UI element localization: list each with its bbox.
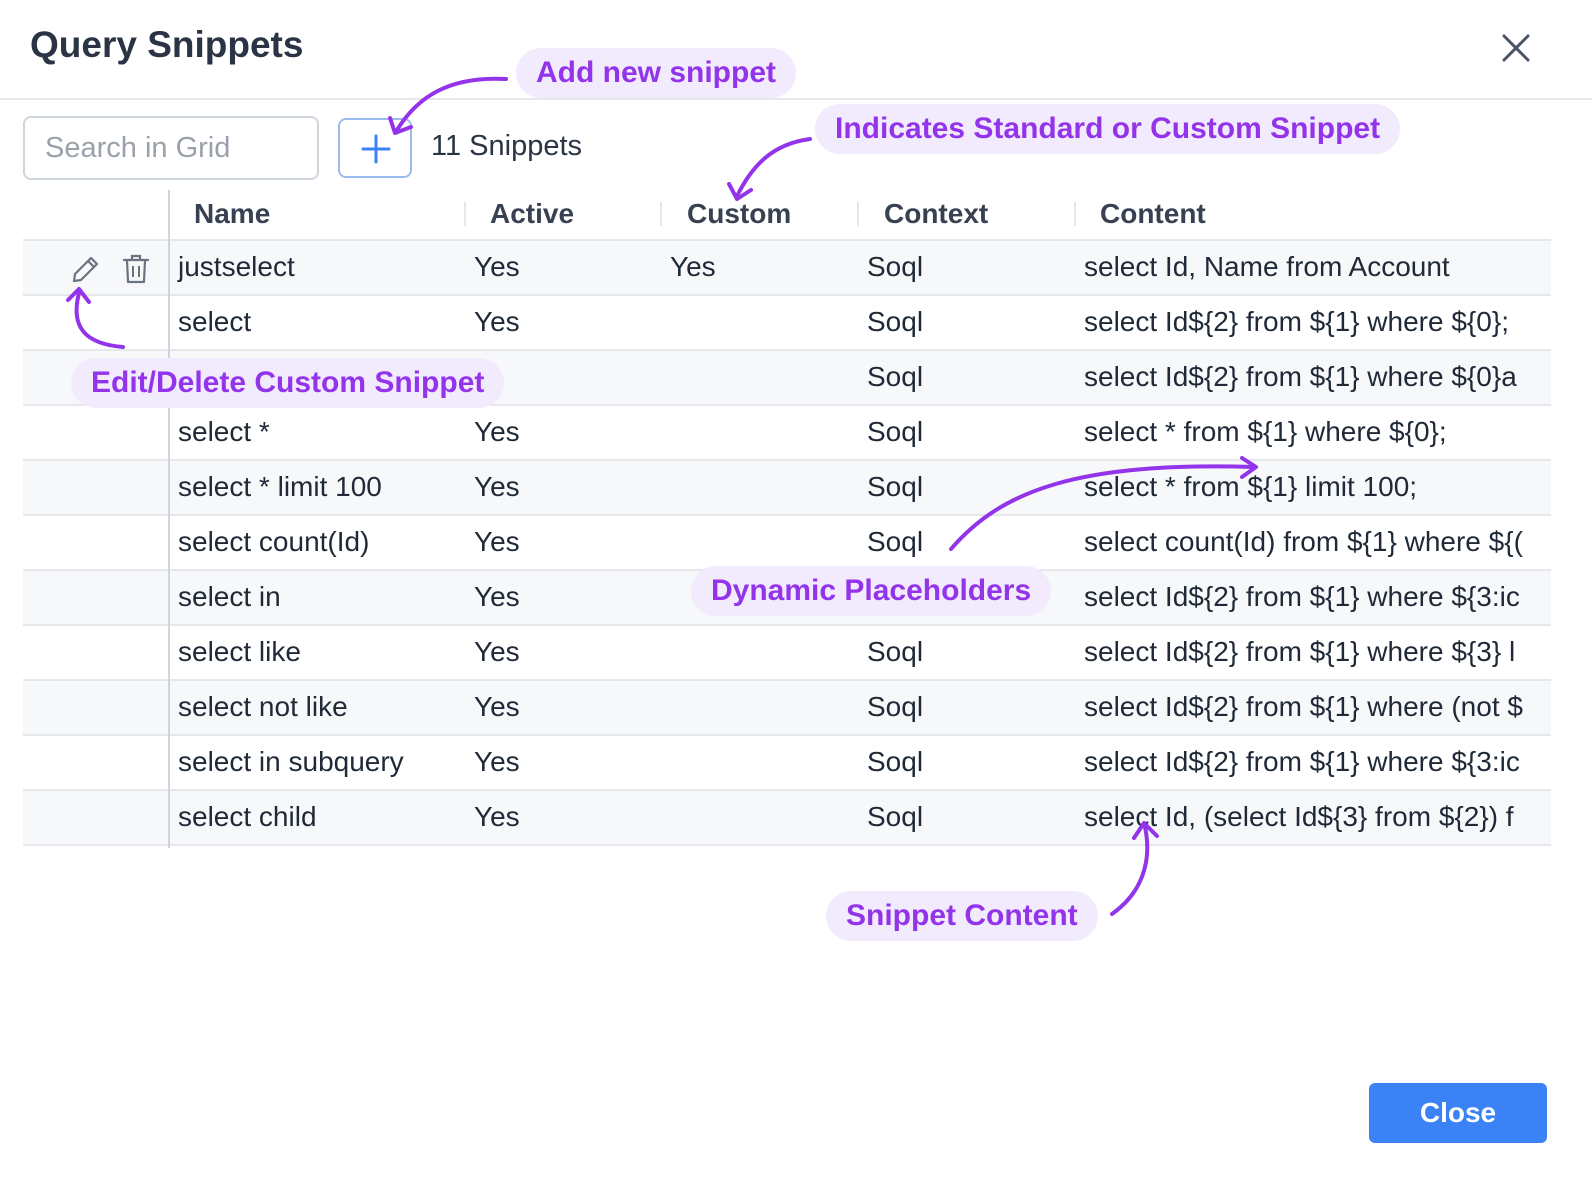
cell-active: Yes: [474, 471, 520, 502]
cell-context: Soql: [867, 471, 924, 502]
cell-content: select Id, (select Id${3} from ${2}) f: [1084, 801, 1514, 832]
snippets-grid: Name Active Custom Context Content justs…: [23, 190, 1551, 848]
cell-context: Soql: [867, 746, 924, 777]
table-row[interactable]: select * Yes Soql select * from ${1} where …: [23, 406, 1551, 461]
cell-content: select Id${2} from ${1} where ${3:ic: [1084, 581, 1520, 612]
column-header-name[interactable]: Name: [194, 198, 271, 229]
cell-context: Soql: [867, 801, 924, 832]
cell-name: select in: [178, 581, 281, 612]
snippet-count: 11 Snippets: [431, 130, 583, 162]
cell-name: select * limit 100: [178, 471, 382, 502]
cell-content: select Id${2} from ${1} where (not $: [1084, 691, 1523, 722]
table-row[interactable]: select child Yes Soql select Id, (select Id…: [23, 791, 1551, 846]
pencil-icon[interactable]: [70, 253, 102, 290]
column-separator[interactable]: [1074, 202, 1076, 226]
add-snippet-button[interactable]: [338, 118, 412, 178]
callout-dynamic-placeholders: Dynamic Placeholders: [691, 566, 1052, 616]
cell-context: Soql: [867, 306, 924, 337]
column-header-context[interactable]: Context: [884, 198, 989, 229]
cell-context: Soql: [867, 691, 924, 722]
cell-active: Yes: [474, 691, 520, 722]
dialog-title: Query Snippets: [30, 24, 304, 65]
cell-context: Soql: [867, 361, 924, 392]
cell-context: Soql: [867, 526, 924, 557]
cell-active: Yes: [474, 526, 520, 557]
cell-context: Soql: [867, 416, 924, 447]
cell-name: select child: [178, 801, 317, 832]
cell-active: Yes: [474, 746, 520, 777]
cell-context: Soql: [867, 636, 924, 667]
cell-name: select count(Id): [178, 526, 370, 557]
dialog-header: Query Snippets: [0, 0, 1592, 100]
table-row[interactable]: justselect Yes Yes Soql select Id, Name from…: [23, 241, 1551, 296]
cell-content: select count(Id) from ${1} where ${(: [1084, 526, 1523, 557]
callout-edit-delete: Edit/Delete Custom Snippet: [71, 358, 505, 408]
cell-active: Yes: [474, 636, 520, 667]
cell-content: select Id${2} from ${1} where ${3:ic: [1084, 746, 1520, 777]
cell-active: Yes: [474, 801, 520, 832]
callout-standard-custom: Indicates Standard or Custom Snippet: [815, 104, 1401, 154]
cell-name: justselect: [178, 251, 295, 282]
cell-name: select not like: [178, 691, 348, 722]
plus-icon: [361, 134, 391, 164]
cell-name: select *: [178, 416, 270, 447]
callout-snippet-content: Snippet Content: [826, 891, 1098, 941]
table-row[interactable]: select like Yes Soql select Id${2} from ${1…: [23, 626, 1551, 681]
column-separator[interactable]: [857, 202, 859, 226]
column-separator[interactable]: [464, 202, 466, 226]
cell-active: Yes: [474, 416, 520, 447]
table-row[interactable]: select in subquery Yes Soql select Id${2} f…: [23, 736, 1551, 791]
table-row[interactable]: select not like Yes Soql select Id${2} from…: [23, 681, 1551, 736]
cell-active: Yes: [474, 251, 520, 282]
cell-active: Yes: [474, 581, 520, 612]
cell-content: select Id${2} from ${1} where ${3} l: [1084, 636, 1516, 667]
cell-name: select like: [178, 636, 301, 667]
cell-content: select Id, Name from Account: [1084, 251, 1450, 282]
cell-content: select Id${2} from ${1} where ${0};: [1084, 306, 1509, 337]
cell-active: Yes: [474, 306, 520, 337]
cell-custom: Yes: [670, 251, 716, 282]
search-input[interactable]: [23, 116, 319, 180]
column-header-active[interactable]: Active: [490, 198, 575, 229]
column-header-content[interactable]: Content: [1100, 198, 1206, 229]
cell-name: select in subquery: [178, 746, 404, 777]
column-separator[interactable]: [660, 202, 662, 226]
trash-icon[interactable]: [121, 253, 151, 290]
close-button[interactable]: Close: [1369, 1083, 1547, 1143]
table-row[interactable]: select count(Id) Yes Soql select count(Id) …: [23, 516, 1551, 571]
table-row[interactable]: select * limit 100 Yes Soql select * from $…: [23, 461, 1551, 516]
cell-context: Soql: [867, 251, 924, 282]
callout-add-new: Add new snippet: [516, 48, 796, 98]
table-row[interactable]: select Yes Soql select Id${2} from ${1} whe…: [23, 296, 1551, 351]
cell-content: select Id${2} from ${1} where ${0}a: [1084, 361, 1517, 392]
column-header-custom[interactable]: Custom: [687, 198, 792, 229]
actions-column-separator: [168, 190, 170, 848]
cell-content: select * from ${1} where ${0};: [1084, 416, 1447, 447]
cell-name: select: [178, 306, 252, 337]
grid-header: Name Active Custom Context Content: [23, 190, 1551, 241]
close-icon[interactable]: [1498, 30, 1534, 66]
cell-content: select * from ${1} limit 100;: [1084, 471, 1418, 502]
arrow-custom: [735, 137, 812, 198]
